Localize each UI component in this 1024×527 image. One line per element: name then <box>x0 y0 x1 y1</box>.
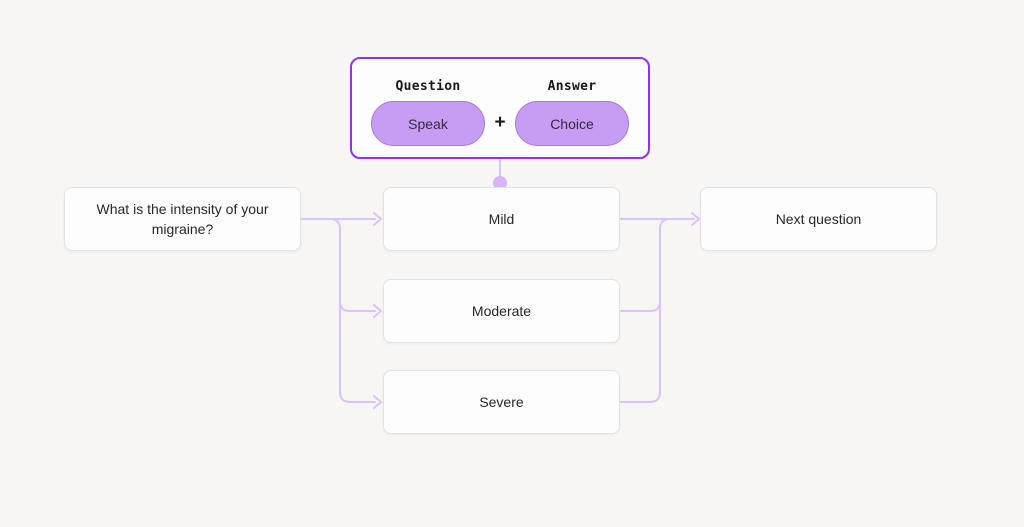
node-mild-label: Mild <box>488 210 515 227</box>
node-severe[interactable]: Severe <box>383 370 620 434</box>
edge-moderate-merge <box>620 300 661 312</box>
speak-pill-label: Speak <box>408 115 448 132</box>
arrowhead-severe <box>373 395 382 409</box>
speak-pill[interactable]: Speak <box>371 101 485 146</box>
node-question-label: What is the intensity of your migraine? <box>96 200 269 237</box>
edge-severe-merge <box>620 218 671 403</box>
node-moderate-label: Moderate <box>471 302 532 319</box>
question-type-column: Question Speak <box>371 79 485 146</box>
arrowhead-moderate <box>373 304 382 318</box>
plus-sign: + <box>494 112 506 133</box>
edge-question-branch-vertical <box>329 218 376 403</box>
question-type-label: Question <box>395 79 461 94</box>
arrowhead-next <box>691 212 700 226</box>
answer-type-column: Answer Choice <box>514 79 629 146</box>
node-mild[interactable]: Mild <box>383 187 620 251</box>
node-question[interactable]: What is the intensity of your migraine? <box>64 187 301 251</box>
choice-pill-label: Choice <box>550 115 594 132</box>
question-type-card[interactable]: Question Speak + Answer Choice <box>350 57 650 159</box>
node-severe-label: Severe <box>479 393 524 410</box>
edge-branch-to-moderate <box>339 300 376 312</box>
choice-pill[interactable]: Choice <box>514 101 629 146</box>
node-moderate[interactable]: Moderate <box>383 279 620 343</box>
arrowhead-mild <box>373 212 382 226</box>
connection-dot <box>493 176 507 190</box>
node-next-question[interactable]: Next question <box>700 187 937 251</box>
answer-type-label: Answer <box>547 79 597 94</box>
node-next-question-label: Next question <box>775 210 862 227</box>
